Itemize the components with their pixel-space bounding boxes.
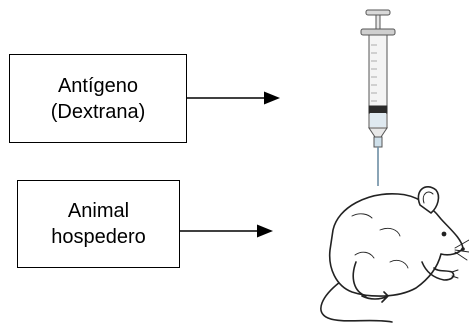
rat-icon (321, 187, 469, 322)
arrow-host-to-rat (180, 225, 273, 238)
syringe-icon (361, 10, 395, 186)
arrow-antigen-to-syringe (187, 92, 280, 105)
